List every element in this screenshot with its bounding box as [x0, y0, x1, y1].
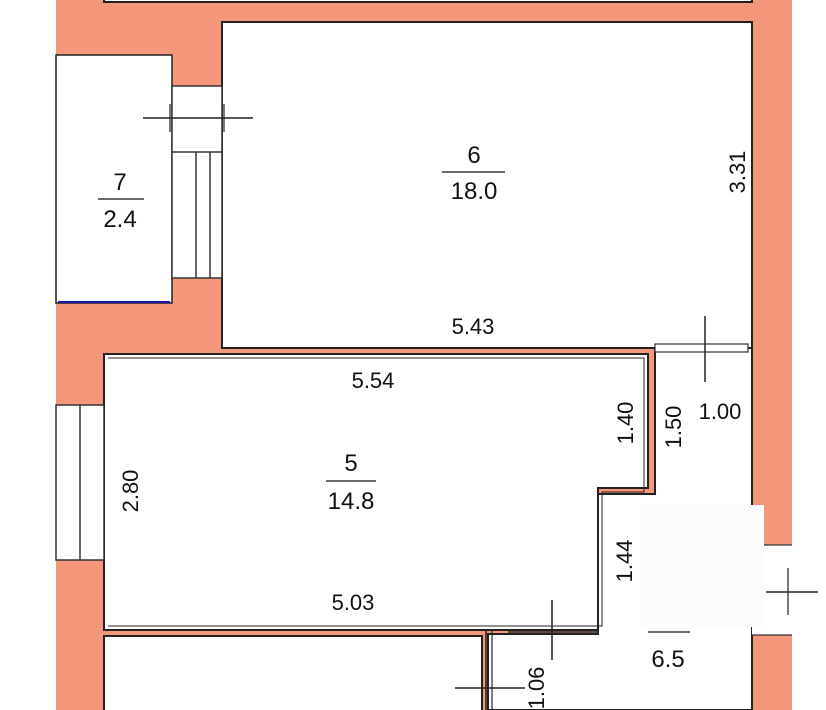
dim-door-width: 1.00 [699, 399, 742, 424]
room-6-floor [221, 21, 753, 349]
dim-room5-top: 5.54 [352, 368, 395, 393]
dim-room5-height: 2.80 [118, 470, 143, 513]
bottom-room-floor [103, 635, 483, 710]
top-room-floor [103, 0, 753, 3]
balcony-window [171, 85, 223, 279]
room-5-number: 5 [344, 450, 357, 477]
room-7-area: 2.4 [103, 206, 136, 233]
room-7-number: 7 [113, 169, 126, 196]
dim-corridor-height: 1.50 [661, 406, 686, 449]
dim-room5-bottom: 5.03 [332, 590, 375, 615]
room-6-area: 18.0 [451, 178, 498, 205]
room-5-floor [103, 353, 649, 631]
dim-lower-door: 1.06 [524, 667, 549, 710]
dim-room6-width: 5.43 [452, 314, 495, 339]
corridor-doorway [654, 343, 749, 353]
corridor-light-area [640, 505, 764, 627]
dim-room5-step: 1.44 [612, 540, 637, 583]
dim-room5-niche: 1.40 [613, 402, 638, 445]
room-7-floor [55, 54, 173, 304]
dim-room6-height: 3.31 [725, 151, 750, 194]
room-5-area: 14.8 [328, 488, 375, 515]
corridor-area: 6.5 [651, 646, 684, 673]
room-5-inner-edge [108, 357, 645, 627]
room-6-number: 6 [467, 142, 480, 169]
